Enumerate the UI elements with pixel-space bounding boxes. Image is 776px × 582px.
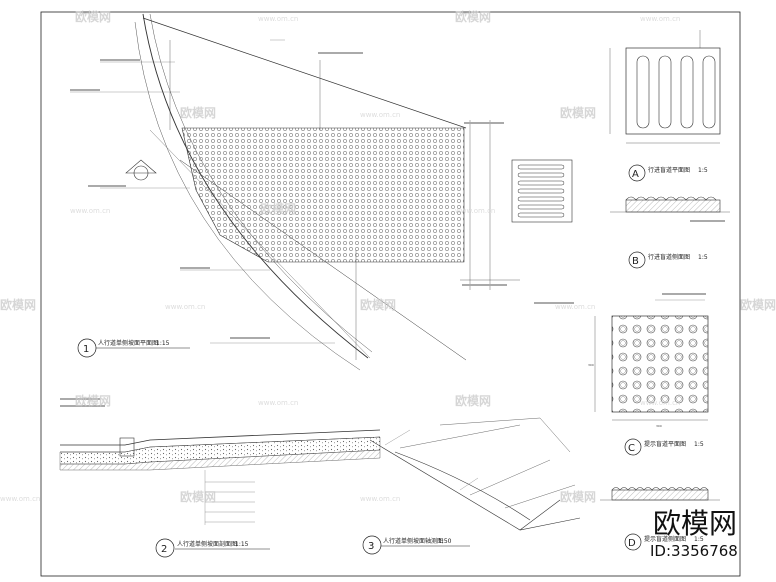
- detail-b-side: B 行进盲道侧面图 1:5: [610, 196, 730, 269]
- watermark-url: www.om.cn: [455, 207, 495, 215]
- watermark-url: www.om.cn: [70, 207, 110, 215]
- title-2-text: 人行道单侧坡面剖面图: [177, 540, 237, 548]
- title-2-scale: 1:15: [235, 541, 249, 548]
- title-3-text: 人行道单侧坡面轴测图: [383, 537, 443, 545]
- title-1-text: 人行道单侧坡面平面图: [98, 339, 158, 347]
- title-1-id: 1: [83, 344, 89, 355]
- title-b-text: 行进盲道侧面图: [648, 253, 690, 261]
- watermark-brand: 欧模网: [75, 9, 111, 24]
- watermark-url: www.om.cn: [640, 15, 680, 23]
- title-2-id: 2: [161, 544, 167, 555]
- watermark-url: www.om.cn: [0, 495, 40, 503]
- dim-c-side: 300: [588, 363, 594, 367]
- watermark-url: www.om.cn: [258, 399, 298, 407]
- watermark-brand: 欧模网: [75, 393, 111, 408]
- title-a-text: 行进盲道平面图: [648, 166, 690, 174]
- title-1-scale: 1:15: [156, 340, 170, 347]
- watermark-brand: 欧模网: [740, 297, 776, 312]
- watermark-brand: 欧模网: [260, 201, 296, 216]
- detail-a-plan: A 行进盲道平面图 1:5: [609, 30, 721, 182]
- dim-c-bottom: 300: [656, 424, 662, 428]
- title-b-id: B: [632, 256, 639, 267]
- watermark-brand: 欧模网: [0, 297, 36, 312]
- title-c-id: C: [628, 443, 635, 454]
- sheet-border: [40, 11, 741, 577]
- title-d-text: 提示盲道侧面图: [644, 535, 686, 543]
- watermark-url: www.om.cn: [165, 303, 205, 311]
- watermark-brand: 欧模网: [180, 105, 216, 120]
- tactile-dot-field: [181, 127, 465, 263]
- title-a-scale: 1:5: [698, 167, 708, 174]
- watermark-url: www.om.cn: [258, 15, 298, 23]
- title-b-scale: 1:5: [698, 254, 708, 261]
- detail-d-side: D 提示盲道侧面图 1:5: [600, 487, 720, 551]
- watermark-big-brand: 欧模网: [653, 507, 737, 540]
- title-d-id: D: [628, 538, 636, 549]
- title-3-scale: 1:50: [438, 538, 452, 545]
- title-d-scale: 1:5: [694, 536, 704, 543]
- detail-c-plan: 300 300 C 提示盲道平面图 1:5: [588, 293, 709, 456]
- watermark-layer: 欧模网 www.om.cn 欧模网 www.om.cn 欧模网 www.om.c…: [0, 9, 776, 504]
- watermark-brand: 欧模网: [455, 9, 491, 24]
- watermark-brand: 欧模网: [180, 489, 216, 504]
- plan-view-1: 1 人行道单侧坡面平面图 1:15: [70, 13, 574, 371]
- watermark-url: www.om.cn: [360, 111, 400, 119]
- watermark-url: www.om.cn: [555, 303, 595, 311]
- watermark-url: www.om.cn: [640, 399, 680, 407]
- title-a-id: A: [632, 169, 639, 180]
- title-c-scale: 1:5: [694, 441, 704, 448]
- watermark-url: www.om.cn: [360, 495, 400, 503]
- title-c-text: 提示盲道平面图: [644, 440, 686, 448]
- watermark-id: ID:3356768: [650, 542, 738, 560]
- section-view-2: 2 人行道单侧坡面剖面图 1:15: [59, 398, 381, 558]
- watermark-brand: 欧模网: [455, 393, 491, 408]
- axon-view-3: 3 人行道单侧坡面轴测图 1:50: [362, 417, 581, 555]
- watermark-brand: 欧模网: [560, 105, 596, 120]
- watermark-brand: 欧模网: [560, 489, 596, 504]
- guide-strip-tiles: [511, 159, 573, 223]
- title-3-id: 3: [368, 541, 374, 552]
- watermark-brand: 欧模网: [360, 297, 396, 312]
